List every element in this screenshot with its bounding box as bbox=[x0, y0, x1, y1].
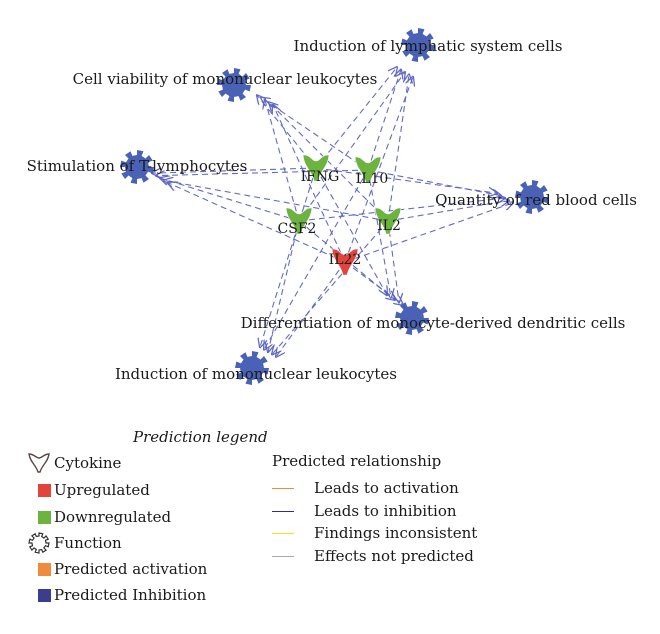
cytokine-label: IL22 bbox=[329, 252, 362, 268]
inhibition-edge bbox=[264, 169, 369, 350]
inhibition-edge bbox=[168, 183, 346, 263]
inhibition-edge bbox=[268, 220, 300, 352]
relationship-label: Findings inconsistent bbox=[314, 524, 478, 542]
function-layer: Induction of lymphatic system cellsCell … bbox=[27, 28, 637, 385]
function-node-icon bbox=[395, 301, 429, 335]
cytokine-node-icon bbox=[285, 207, 313, 235]
cytokine-node-icon bbox=[354, 156, 382, 184]
inhibition-edge bbox=[367, 169, 501, 196]
function-node-icon bbox=[401, 28, 435, 62]
legend-panel: Prediction legend Cytokine Upregulated D… bbox=[0, 420, 660, 634]
cytokine-node-icon bbox=[331, 248, 359, 276]
activation-line bbox=[272, 487, 294, 489]
function-node-icon bbox=[217, 68, 251, 102]
cytokine-label: IFNG bbox=[301, 169, 340, 185]
upregulated-swatch bbox=[38, 483, 51, 497]
function-label: Cell viability of mononuclear leukocytes bbox=[73, 70, 378, 88]
legend-label: Downregulated bbox=[54, 508, 172, 526]
inhibition-edge bbox=[269, 102, 389, 222]
legend-item-predicted-inhibition: Predicted Inhibition bbox=[26, 584, 206, 606]
inhibition-edge bbox=[164, 180, 389, 222]
predicted-activation-swatch bbox=[38, 562, 51, 576]
legend-item-function: Function bbox=[26, 532, 122, 554]
relationship-not-predicted: Effects not predicted bbox=[272, 545, 474, 567]
cytokine-icon bbox=[26, 452, 54, 474]
inhibition-edge bbox=[265, 100, 300, 222]
function-icon bbox=[26, 532, 54, 554]
legend-label: Predicted activation bbox=[54, 560, 208, 578]
cytokine-node-icon bbox=[302, 154, 330, 182]
inhibition-edge bbox=[261, 98, 369, 171]
relationship-title: Predicted relationship bbox=[272, 452, 442, 470]
function-node-icon bbox=[120, 150, 154, 184]
function-label: Quantity of red blood cells bbox=[435, 191, 637, 209]
inhibition-edge bbox=[344, 261, 403, 305]
inhibition-edge bbox=[273, 105, 346, 263]
cytokine-label: IL10 bbox=[356, 171, 389, 187]
downregulated-swatch bbox=[38, 510, 51, 524]
legend-label: Upregulated bbox=[54, 481, 150, 499]
cytokine-node-icon bbox=[374, 207, 402, 235]
relationship-inconsistent: Findings inconsistent bbox=[272, 522, 477, 544]
inhibition-edge bbox=[367, 70, 401, 171]
inhibition-edge bbox=[298, 198, 505, 222]
inhibition-edge bbox=[367, 169, 391, 298]
legend-label: Predicted Inhibition bbox=[54, 586, 207, 604]
function-node-icon bbox=[515, 180, 549, 214]
predicted-inhibition-swatch bbox=[38, 588, 51, 602]
inhibition-edge bbox=[344, 77, 413, 263]
cytokine-label: CSF2 bbox=[278, 221, 317, 237]
inhibition-edge bbox=[387, 220, 399, 302]
legend-item-predicted-activation: Predicted activation bbox=[26, 558, 207, 580]
relationship-label: Leads to inhibition bbox=[314, 502, 457, 520]
inhibition-edge bbox=[260, 167, 317, 347]
relationship-label: Leads to activation bbox=[314, 479, 459, 497]
inhibition-edge bbox=[276, 261, 346, 357]
not-predicted-line bbox=[272, 555, 294, 557]
legend-label: Cytokine bbox=[54, 454, 122, 472]
relationship-label: Effects not predicted bbox=[314, 547, 474, 565]
function-label: Stimulation of T-lymphocytes bbox=[27, 157, 248, 175]
inhibition-edge bbox=[387, 200, 509, 222]
legend-label: Function bbox=[54, 534, 122, 552]
inhibition-line bbox=[272, 510, 294, 512]
inconsistent-line bbox=[272, 532, 294, 534]
relationship-inhibition: Leads to inhibition bbox=[272, 500, 457, 522]
inhibition-edge bbox=[156, 169, 369, 176]
network-diagram: Induction of lymphatic system cellsCell … bbox=[27, 28, 637, 385]
inhibition-edge bbox=[272, 220, 389, 354]
legend-item-upregulated: Upregulated bbox=[26, 479, 150, 501]
function-label: Induction of mononuclear leukocytes bbox=[115, 365, 397, 383]
inhibition-edge bbox=[160, 178, 300, 222]
inhibition-edge bbox=[315, 67, 397, 169]
cytokine-label: IL2 bbox=[377, 218, 401, 234]
function-label: Induction of lymphatic system cells bbox=[294, 37, 563, 55]
inhibition-edge bbox=[344, 203, 513, 263]
inhibition-edge bbox=[298, 72, 405, 222]
function-node-icon bbox=[235, 351, 269, 385]
legend-item-cytokine: Cytokine bbox=[26, 452, 121, 474]
inhibition-edge bbox=[152, 167, 317, 173]
inhibition-edge bbox=[387, 74, 409, 222]
edge-layer bbox=[152, 67, 513, 357]
function-label: Differentiation of monocyte-derived dend… bbox=[241, 314, 626, 332]
inhibition-edge bbox=[315, 167, 387, 295]
legend-item-downregulated: Downregulated bbox=[26, 506, 171, 528]
relationship-activation: Leads to activation bbox=[272, 477, 459, 499]
legend-title: Prediction legend bbox=[133, 428, 268, 446]
